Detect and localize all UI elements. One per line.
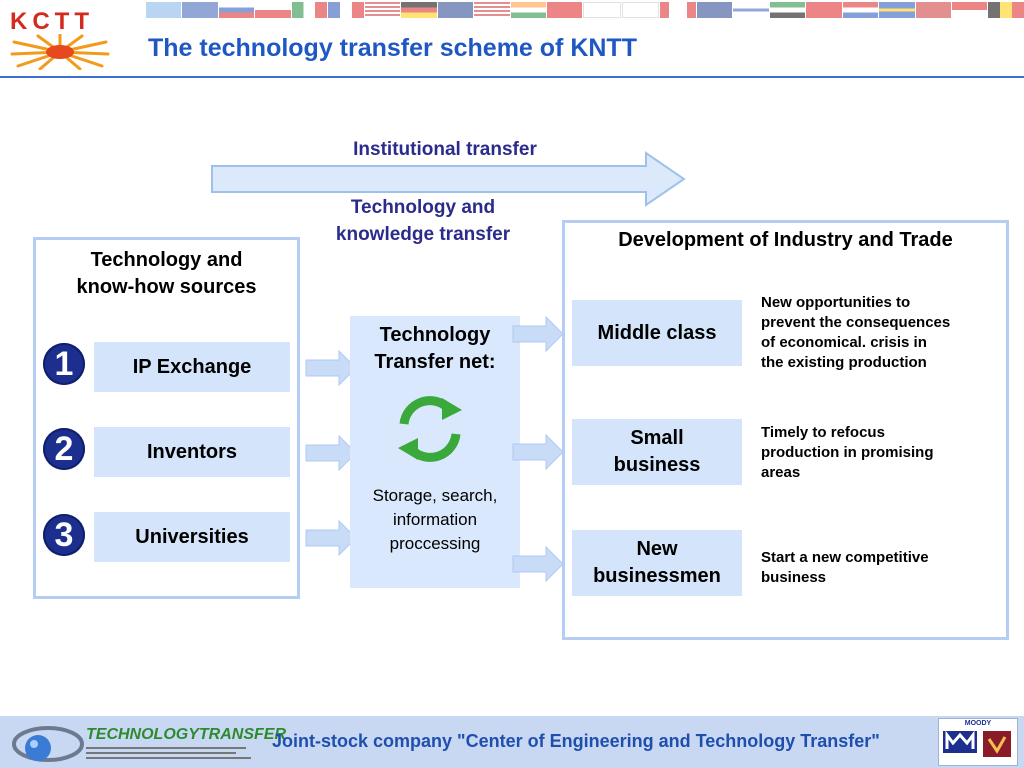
dev-new-businessmen-desc: Start a new competitive business <box>761 548 1001 588</box>
flag-icon <box>510 2 546 18</box>
flag-icon <box>733 2 769 18</box>
flag-icon <box>806 2 842 18</box>
dev-small-business-line1: Small <box>630 427 684 449</box>
flag-icon <box>696 2 733 18</box>
transfer-net-heading-line2: Transfer net: <box>374 351 496 373</box>
desc-line: New opportunities to <box>761 294 911 311</box>
flag-icon <box>437 2 474 18</box>
flag-icon <box>255 2 291 18</box>
flag-icon <box>988 2 1024 18</box>
flag-icon <box>146 2 182 18</box>
transfer-net-panel <box>350 316 520 588</box>
footer-company-name: Joint-stock company "Center of Engineeri… <box>272 731 880 751</box>
transfer-net-desc-line2: information <box>392 510 478 529</box>
logo-sun-icon <box>10 34 110 70</box>
header-divider <box>0 76 1024 78</box>
cert-logo-icon <box>943 730 1011 757</box>
institutional-transfer-label: Institutional transfer <box>353 139 537 160</box>
dev-middle-class: Middle class <box>572 300 742 366</box>
flag-icon <box>915 2 951 18</box>
sources-heading: Technology and know-how sources <box>36 247 297 301</box>
dev-new-businessmen-line2: businessmen <box>593 565 721 587</box>
badge-2: 2 <box>43 428 85 470</box>
dev-new-businessmen-line1: New <box>636 538 678 560</box>
arrow-right-icon <box>512 434 564 470</box>
flag-icon <box>546 2 583 18</box>
flag-icon <box>769 2 806 18</box>
certification-badge: MOODY <box>938 718 1018 766</box>
dev-middle-class-desc: New opportunities to prevent the consequ… <box>761 293 1001 373</box>
transfer-net-desc-line3: proccessing <box>389 534 481 553</box>
institutional-transfer-arrow <box>211 151 686 207</box>
desc-line: production in promising <box>761 444 934 461</box>
desc-line: the existing production <box>761 354 927 371</box>
footer-bar <box>0 716 1024 768</box>
flag-icon <box>621 2 660 18</box>
logo-text: KCTT <box>10 8 94 35</box>
transfer-net-heading: Technology Transfer net: <box>350 322 520 376</box>
flag-icon <box>879 2 915 18</box>
cert-text: MOODY <box>964 720 992 727</box>
arrow-right-icon <box>305 350 357 386</box>
flag-icon <box>364 2 401 18</box>
dev-middle-class-line1: Middle class <box>597 321 717 344</box>
dev-small-business-line2: business <box>613 454 701 476</box>
desc-line: areas <box>761 464 801 481</box>
arrow-right-icon <box>305 520 357 556</box>
desc-line: of economical. crisis in <box>761 334 927 351</box>
desc-line: prevent the consequences <box>761 314 951 331</box>
arrow-right-icon <box>512 546 564 582</box>
flag-icon <box>583 2 621 18</box>
globe-icon <box>12 726 84 762</box>
source-universities: Universities <box>94 512 290 562</box>
dev-new-businessmen: New businessmen <box>572 530 742 596</box>
transfer-net-desc-line1: Storage, search, <box>372 486 498 505</box>
page-title: The technology transfer scheme of KNTT <box>148 34 637 62</box>
sources-heading-line1: Technology and <box>90 249 243 271</box>
transfer-net-description: Storage, search, information proccessing <box>350 484 520 556</box>
flag-icon <box>951 2 988 18</box>
transfer-net-heading-line1: Technology <box>379 324 491 346</box>
desc-line: Start a new competitive <box>761 549 929 566</box>
badge-1: 1 <box>43 343 85 385</box>
footer-logo-subtext <box>86 744 256 759</box>
flag-icon <box>218 2 255 18</box>
desc-line: Timely to refocus <box>761 424 885 441</box>
arrow-right-icon <box>512 316 564 352</box>
source-ip-exchange: IP Exchange <box>94 342 290 392</box>
flag-strip <box>146 2 1024 18</box>
flag-icon <box>291 2 328 18</box>
flag-icon <box>660 2 696 18</box>
flag-icon <box>842 2 879 18</box>
recycle-arrows-icon <box>398 396 462 462</box>
footer-logo-word: TECHNOLOGYTRANSFER <box>86 726 286 743</box>
flag-icon <box>182 2 218 18</box>
knowledge-transfer-label-line1: Technology and <box>350 197 496 218</box>
dev-small-business-desc: Timely to refocus production in promisin… <box>761 423 1001 483</box>
badge-3: 3 <box>43 514 85 556</box>
desc-line: business <box>761 569 827 586</box>
knowledge-transfer-label: Technology and knowledge transfer <box>290 194 556 248</box>
sources-heading-line2: know-how sources <box>76 276 257 298</box>
flag-icon <box>328 2 364 18</box>
arrow-right-icon <box>305 435 357 471</box>
source-inventors: Inventors <box>94 427 290 477</box>
development-heading: Development of Industry and Trade <box>618 229 953 251</box>
knowledge-transfer-label-line2: knowledge transfer <box>335 224 511 245</box>
flag-icon <box>474 2 510 18</box>
dev-small-business: Small business <box>572 419 742 485</box>
flag-icon <box>401 2 437 18</box>
